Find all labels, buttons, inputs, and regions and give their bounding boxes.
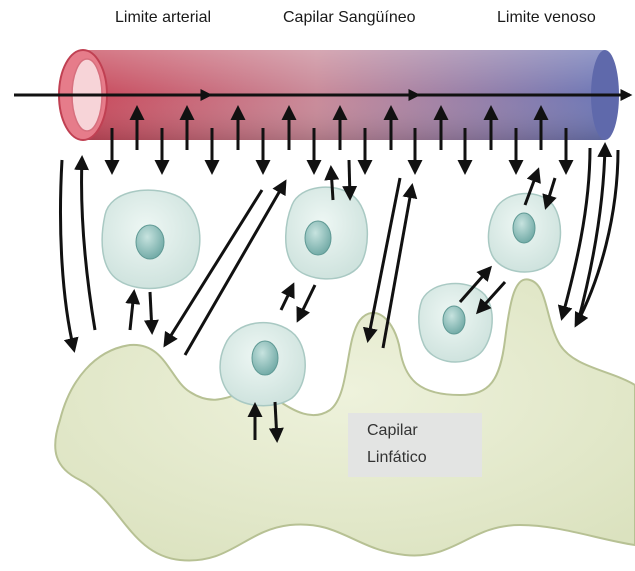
- tissue-cell-1: [102, 190, 200, 288]
- lymphatic-capillary: [55, 279, 635, 560]
- tissue-cell-2: [286, 187, 368, 279]
- label-blood-capillary: Capilar Sangüíneo: [283, 9, 416, 27]
- label-venous-end: Limite venoso: [497, 9, 596, 27]
- label-lymph-capillary-line1: Capilar: [367, 417, 482, 444]
- label-lymph-capillary-line2: Linfático: [367, 444, 482, 471]
- tissue-cell-3: [220, 323, 305, 406]
- tissue-cell-4: [488, 194, 560, 273]
- tissue-cell-5: [419, 284, 492, 363]
- label-lymph-capillary: Capilar Linfático: [348, 413, 482, 477]
- label-arterial-end: Limite arterial: [115, 9, 211, 27]
